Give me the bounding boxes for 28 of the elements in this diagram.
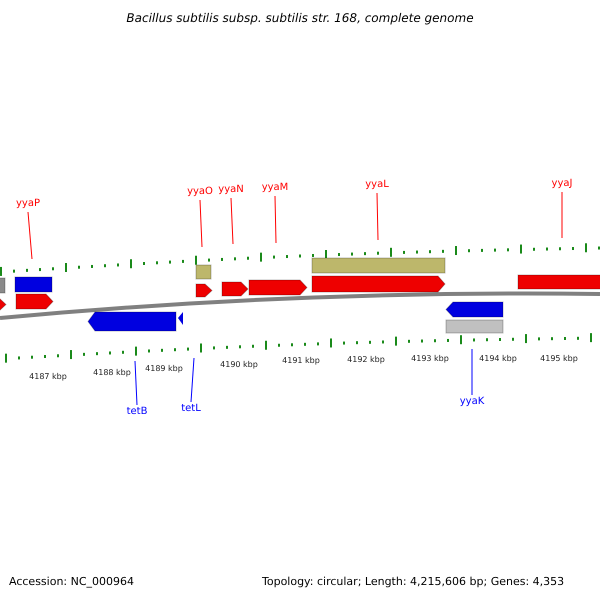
leader-line xyxy=(230,198,234,244)
scale-label: 4195 kbp xyxy=(540,355,578,363)
gene-label: yyaM xyxy=(262,183,288,193)
gene-label: tetB xyxy=(126,407,148,417)
title: Bacillus subtilis subsp. subtilis str. 168, complete genome xyxy=(126,12,474,24)
gene-label: yyaK xyxy=(460,397,484,407)
gene-label: yyaO xyxy=(187,187,213,197)
scale-label: 4189 kbp xyxy=(145,365,183,373)
gene-label: yyaP xyxy=(16,199,40,209)
leader-line xyxy=(274,196,276,244)
gene-label: tetL xyxy=(181,404,201,414)
scale-label: 4193 kbp xyxy=(411,355,449,363)
gene-label: yyaJ xyxy=(552,179,572,189)
scale-label: 4194 kbp xyxy=(479,355,517,363)
scale-label: 4192 kbp xyxy=(347,356,385,364)
leader-line xyxy=(134,360,138,406)
scale-label: 4188 kbp xyxy=(93,369,131,377)
gene-label: yyaL xyxy=(365,180,389,190)
leader-line xyxy=(28,212,32,260)
scale-label: 4187 kbp xyxy=(29,373,67,381)
genome-summary-text: Topology: circular; Length: 4,215,606 bp; Genes: 4,353 xyxy=(262,576,564,587)
accession-text: Accession: NC_000964 xyxy=(9,576,134,587)
gene-label: yyaN xyxy=(218,185,244,195)
leader-line xyxy=(376,192,378,240)
leader-line xyxy=(200,200,202,248)
scale-label: 4190 kbp xyxy=(220,361,258,369)
leader-line xyxy=(190,358,194,402)
scale-label: 4191 kbp xyxy=(282,357,320,365)
